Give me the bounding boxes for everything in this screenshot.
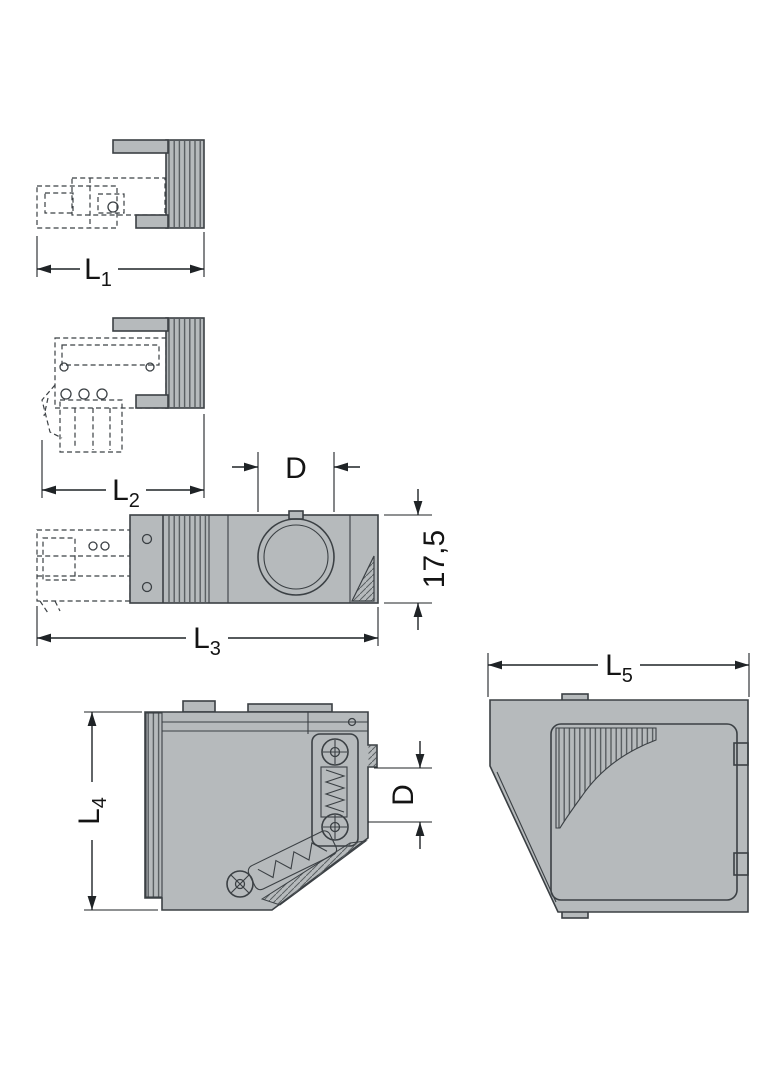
- plate-bottom-flange: [135, 214, 169, 229]
- contact-hole: [100, 541, 110, 551]
- dimension-l4: L4: [73, 711, 158, 911]
- top-notch: [288, 510, 304, 520]
- arrow-right-icon: [364, 633, 378, 643]
- arrow-right-icon: [190, 485, 204, 495]
- fixing-hole: [141, 581, 153, 593]
- dim-l2-label: L2: [112, 474, 140, 512]
- contact-hole: [96, 388, 108, 400]
- spring-channel: [320, 766, 348, 818]
- arrow-left-icon: [42, 485, 56, 495]
- contact-hole: [60, 388, 72, 400]
- dimension-17-5: 17,5: [384, 489, 451, 630]
- view-housing-side: [144, 700, 378, 911]
- dim-l4-label: L4: [73, 797, 111, 825]
- cable-gland-circle: [257, 518, 335, 596]
- contact-hole: [88, 541, 98, 551]
- arrow-up-icon: [413, 603, 423, 617]
- top-tab: [182, 700, 216, 713]
- arrow-down-icon: [415, 754, 425, 768]
- arrow-right-icon: [244, 462, 258, 472]
- locking-lever-dashed: [41, 384, 63, 439]
- fixing-screw: [226, 870, 254, 898]
- dim-l3-label: L3: [193, 622, 221, 660]
- arrow-left-icon: [334, 462, 348, 472]
- dimension-l3: L3: [36, 606, 379, 660]
- arrow-down-icon: [87, 896, 97, 910]
- arrow-up-icon: [415, 822, 425, 836]
- view-housing-rear: [489, 693, 749, 919]
- hatch-band: [165, 516, 209, 602]
- view-housing-top: [36, 510, 379, 614]
- arrow-left-icon: [488, 660, 502, 670]
- side-tab-hatched: [368, 745, 377, 767]
- dim-l5-label: L5: [605, 649, 633, 687]
- contact-hole: [107, 201, 119, 213]
- clamp-screw-top: [321, 738, 349, 766]
- dim-l1-label: L1: [84, 253, 112, 291]
- inner-panel: [550, 723, 738, 901]
- dimension-l1: L1: [36, 232, 205, 291]
- latch-window: [733, 852, 749, 876]
- hatch-wedge: [351, 555, 375, 602]
- plate-bottom-flange: [135, 394, 169, 409]
- dim-d-side-label: D: [387, 784, 420, 806]
- view-plate-on-connector-side: [41, 317, 205, 453]
- arrow-right-icon: [735, 660, 749, 670]
- arrow-left-icon: [37, 633, 51, 643]
- connector-outline-dashed: [36, 185, 118, 229]
- clamp-spring: [324, 769, 346, 813]
- latch-window: [733, 742, 749, 766]
- dimension-d-top: D: [232, 452, 360, 512]
- plate-top-flange: [112, 317, 169, 332]
- contact-hole: [78, 388, 90, 400]
- housing-outline: [489, 699, 749, 913]
- top-tab: [247, 703, 333, 713]
- plate-top-flange: [112, 139, 169, 154]
- arrow-left-icon: [37, 264, 51, 274]
- dimension-l2: L2: [41, 414, 205, 512]
- arrow-up-icon: [87, 712, 97, 726]
- dimension-l5: L5: [487, 649, 750, 697]
- strain-hatch: [260, 840, 368, 906]
- dim-d-top-label: D: [285, 452, 307, 485]
- hatch-area: [555, 727, 657, 829]
- mating-face-hatched: [145, 712, 163, 898]
- arrow-down-icon: [413, 501, 423, 515]
- dim-17-5-label: 17,5: [418, 530, 451, 588]
- view-plate-side: [36, 139, 205, 229]
- clamp-screw-bottom: [321, 813, 349, 841]
- fixing-hole: [141, 533, 153, 545]
- housing-outline: [144, 711, 378, 911]
- dimension-d-side: D: [368, 741, 432, 849]
- arrow-right-icon: [190, 264, 204, 274]
- connector-outline-dashed: [36, 529, 131, 602]
